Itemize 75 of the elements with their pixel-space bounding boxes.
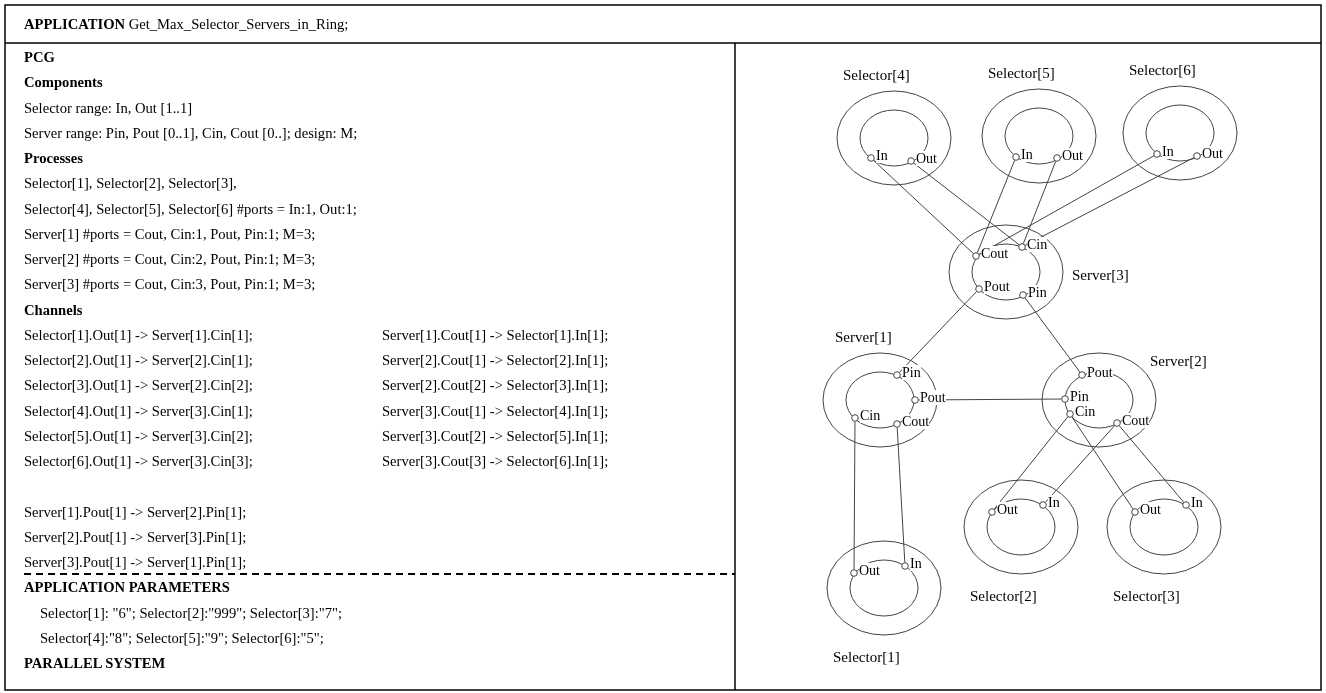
- connector-line: [1071, 416, 1134, 510]
- connector-line: [976, 159, 1016, 254]
- port-label: In: [876, 148, 888, 163]
- port-label: Cin: [1075, 404, 1096, 419]
- node-label: Selector[6]: [1129, 61, 1196, 79]
- code-line: Selector[4], Selector[5], Selector[6] #ports = In:1, Out:1;: [24, 199, 357, 218]
- code-line: Server[3].Cout[3] -> Selector[6].In[1];: [382, 452, 609, 470]
- port-label: Pin: [1028, 285, 1047, 300]
- port-label: Cout: [981, 246, 1009, 261]
- connector-line: [1022, 160, 1057, 245]
- connector-line: [853, 421, 856, 570]
- code-line: Server[3].Cout[2] -> Selector[5].In[1];: [382, 426, 609, 445]
- section-heading: PCG: [24, 48, 55, 66]
- code-line: Server[2].Pout[1] -> Server[3].Pin[1];: [24, 527, 247, 546]
- section-heading: PARALLEL SYSTEM: [24, 654, 166, 672]
- node-label: Selector[4]: [843, 66, 910, 84]
- code-line: Server[3].Pout[1] -> Server[1].Pin[1];: [24, 553, 247, 571]
- code-line: Selector[1], Selector[2], Selector[3],: [24, 174, 237, 193]
- connector-line: [899, 291, 977, 373]
- code-line: Selector[6].Out[1] -> Server[3].Cin[3];: [24, 452, 253, 470]
- port-label: Pout: [920, 390, 946, 405]
- connector-line: [918, 398, 1062, 401]
- header-text: APPLICATION Get_Max_Selector_Servers_in_Ring;: [24, 15, 349, 33]
- port-label: Cin: [860, 408, 881, 423]
- section-heading: APPLICATION PARAMETERS: [24, 578, 230, 597]
- code-line: Selector[4].Out[1] -> Server[3].Cin[1];: [24, 401, 253, 420]
- code-line: Server[3].Cout[1] -> Selector[4].In[1];: [382, 401, 609, 420]
- port-label: Cout: [902, 414, 930, 429]
- connector-line: [896, 427, 906, 563]
- code-line: Server[1].Cout[1] -> Selector[1].In[1];: [382, 325, 609, 344]
- node-label: Selector[1]: [833, 648, 900, 666]
- port-label: In: [1191, 495, 1203, 510]
- port-label: Cout: [1122, 413, 1150, 428]
- port-label: In: [1021, 147, 1033, 162]
- port-label: In: [1162, 144, 1174, 159]
- port-label: Out: [1202, 146, 1223, 161]
- port-label: Out: [1140, 502, 1161, 517]
- section-heading: Processes: [24, 149, 83, 167]
- code-line: Server range: Pin, Pout [0..1], Cin, Cout [0..]; design: M;: [24, 123, 358, 142]
- code-line: Server[2] #ports = Cout, Cin:2, Pout, Pin:1; M=3;: [24, 250, 316, 268]
- node-label: Selector[3]: [1113, 587, 1180, 605]
- node-label: Server[1]: [835, 328, 892, 346]
- connector-line: [1044, 425, 1116, 503]
- code-line: Server[2].Cout[1] -> Selector[2].In[1];: [382, 351, 609, 369]
- code-line: Selector[1].Out[1] -> Server[1].Cin[1];: [24, 325, 253, 344]
- code-line: Selector[5].Out[1] -> Server[3].Cin[2];: [24, 426, 253, 445]
- connector-line: [1024, 297, 1081, 373]
- code-line: Server[1] #ports = Cout, Cin:1, Pout, Pin:1; M=3;: [24, 224, 316, 243]
- connector-line: [913, 162, 1020, 246]
- node-label: Server[2]: [1150, 352, 1207, 370]
- code-line: Selector range: In, Out [1..1]: [24, 98, 193, 117]
- section-heading: Components: [24, 73, 103, 92]
- code-line: Server[2].Cout[2] -> Selector[3].In[1];: [382, 376, 609, 395]
- port-label: Pout: [1087, 365, 1113, 380]
- port-label: In: [1048, 495, 1060, 510]
- node-label: Server[3]: [1072, 266, 1129, 284]
- port-label: Pin: [902, 365, 921, 380]
- code-line: Server[1].Pout[1] -> Server[2].Pin[1];: [24, 502, 247, 521]
- code-line: Server[3] #ports = Cout, Cin:3, Pout, Pin:1; M=3;: [24, 275, 316, 294]
- port-label: Out: [859, 563, 880, 578]
- port-label: In: [910, 556, 922, 571]
- section-heading: Channels: [24, 300, 83, 319]
- port-label: Out: [1062, 148, 1083, 163]
- connector-line: [993, 416, 1069, 510]
- code-line: Selector[1]: "6"; Selector[2]:"999"; Selector[3]:"7";: [40, 603, 342, 622]
- port-label: Pout: [984, 279, 1010, 294]
- port-label: Out: [997, 502, 1018, 517]
- code-line: Selector[3].Out[1] -> Server[2].Cin[2];: [24, 376, 253, 395]
- port-label: Pin: [1070, 389, 1089, 404]
- port-label: Out: [916, 151, 937, 166]
- code-line: Selector[4]:"8"; Selector[5]:"9"; Selector[6]:"5";: [40, 628, 324, 647]
- port-label: Cin: [1027, 237, 1048, 252]
- node-label: Selector[5]: [988, 64, 1055, 82]
- node-label: Selector[2]: [970, 587, 1037, 605]
- code-line: Selector[2].Out[1] -> Server[2].Cin[1];: [24, 351, 253, 369]
